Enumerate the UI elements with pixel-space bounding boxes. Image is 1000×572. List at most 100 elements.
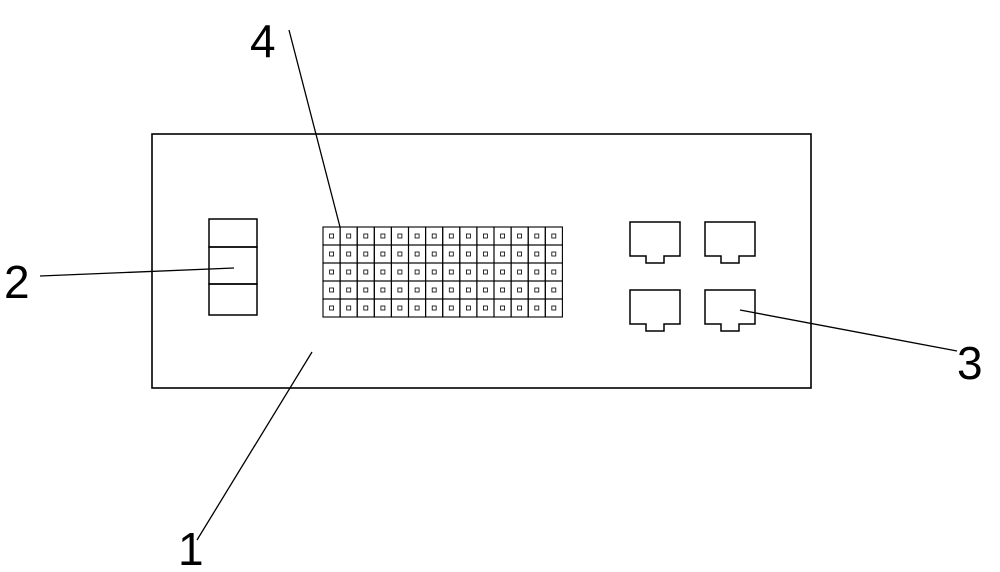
grid-cell-contact (414, 287, 420, 293)
grid-cell-contact (500, 269, 506, 275)
grid-cell (544, 280, 563, 300)
grid-cell (322, 280, 341, 300)
grid-cell-contact (397, 287, 403, 293)
grid-cell-contact (397, 269, 403, 275)
grid-cell-contact (346, 269, 352, 275)
grid-cell (390, 244, 410, 264)
grid-cell-contact (380, 269, 386, 275)
grid-cell (527, 226, 546, 246)
grid-cell-contact (431, 251, 437, 257)
grid-cell-contact (363, 305, 369, 311)
grid-cell-contact (551, 251, 557, 257)
grid-cell (322, 244, 341, 264)
grid-cell-contact (517, 269, 522, 275)
grid-cell-contact (431, 305, 437, 311)
grid-cell-contact (448, 287, 454, 293)
switch-block (208, 218, 258, 316)
grid-cell (510, 280, 529, 300)
grid-cell (356, 226, 375, 246)
grid-cell (425, 226, 444, 246)
grid-cell-contact (363, 287, 369, 293)
grid-cell (527, 298, 546, 318)
grid-cell-contact (551, 287, 557, 293)
grid-cell-contact (448, 269, 454, 275)
grid-cell-contact (482, 233, 488, 239)
grid-cell-contact (500, 305, 506, 311)
grid-cell (476, 280, 495, 300)
grid-cell (527, 244, 546, 264)
port-group (629, 221, 756, 332)
grid-cell-contact (431, 287, 437, 293)
grid-cell (425, 298, 444, 318)
grid-cell-contact (448, 233, 454, 239)
grid-cell (407, 262, 427, 282)
grid-cell-contact (380, 305, 386, 311)
grid-cell-contact (329, 251, 335, 257)
grid-cell-contact (363, 251, 369, 257)
grid-cell-contact (551, 233, 557, 239)
grid-cell (373, 262, 392, 282)
grid-cell (493, 244, 512, 264)
grid-cell (407, 298, 427, 318)
grid-cell-contact (329, 305, 335, 311)
grid-cell-contact (448, 305, 454, 311)
grid-cell (407, 226, 427, 246)
grid-cell-contact (380, 251, 386, 257)
callout-label-2: 2 (4, 256, 30, 308)
grid-cell-contact (534, 251, 540, 257)
grid-cell-contact (346, 233, 352, 239)
port-1 (629, 221, 681, 264)
grid-cell-contact (517, 305, 522, 311)
grid-cell (390, 226, 410, 246)
grid-cell (510, 244, 529, 264)
grid-cell (339, 244, 358, 264)
grid-cell-contact (414, 233, 420, 239)
grid-cell (493, 298, 512, 318)
grid-cell (459, 262, 478, 282)
grid-cell-contact (482, 251, 488, 257)
grid-cell (407, 244, 427, 264)
grid-cell (544, 244, 563, 264)
grid-cell-contact (534, 233, 540, 239)
grid-cell-contact (414, 269, 420, 275)
grid-cell-contact (329, 287, 335, 293)
grid-cell-contact (482, 269, 488, 275)
grid-cell-contact (363, 269, 369, 275)
grid-cell (356, 298, 375, 318)
grid-cell (459, 280, 478, 300)
grid-cell (322, 226, 341, 246)
grid-cell (373, 280, 392, 300)
grid-cell-contact (414, 305, 420, 311)
grid-cell-contact (329, 233, 335, 239)
switch-segment-middle (208, 246, 258, 285)
callout-label-1: 1 (178, 523, 204, 572)
grid-cell (373, 298, 392, 318)
leader-line-2 (39, 267, 235, 277)
grid-cell (322, 262, 341, 282)
grid-cell (527, 262, 546, 282)
grid-cell-contact (363, 233, 369, 239)
grid-cell-contact (397, 251, 403, 257)
port-3 (629, 289, 681, 332)
grid-cell-contact (551, 269, 557, 275)
port-2 (704, 221, 756, 264)
grid-cell (476, 298, 495, 318)
grid-cell (493, 226, 512, 246)
grid-cell (442, 280, 461, 300)
grid-cell-contact (517, 287, 522, 293)
grid-cell-contact (346, 287, 352, 293)
grid-cell (459, 226, 478, 246)
grid-cell-contact (346, 251, 352, 257)
callout-label-3: 3 (957, 337, 983, 389)
grid-cell-contact (500, 287, 506, 293)
terminal-grid (322, 226, 563, 318)
grid-cell (425, 244, 444, 264)
grid-cell (339, 262, 358, 282)
grid-cell-contact (414, 251, 420, 257)
grid-cell (339, 226, 358, 246)
grid-cell-contact (397, 233, 403, 239)
grid-cell-contact (465, 287, 471, 293)
grid-cell (442, 298, 461, 318)
grid-cell (390, 298, 410, 318)
